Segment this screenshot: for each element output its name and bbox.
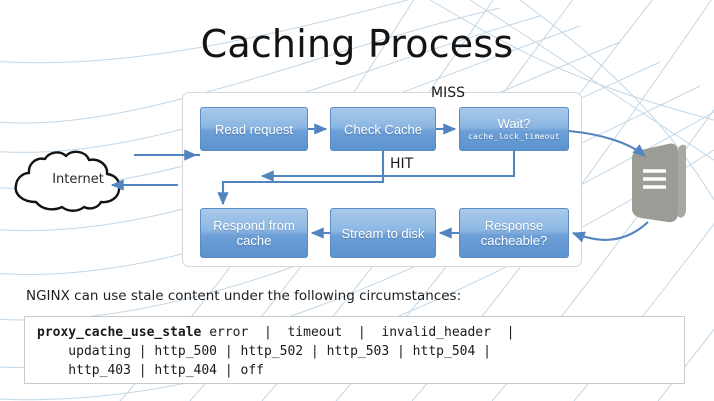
flow-box-label: Stream to disk: [341, 225, 425, 241]
flow-box-respond-from-cache[interactable]: Respond from cache: [200, 208, 308, 258]
flow-box-sublabel: cache_lock_timeout: [467, 132, 561, 141]
flow-box-check-cache[interactable]: Check Cache: [330, 107, 436, 151]
edge-label-miss: MISS: [431, 85, 465, 101]
code-line-2: updating | http_500 | http_502 | http_50…: [37, 344, 491, 359]
flow-box-read-request[interactable]: Read request: [200, 107, 308, 151]
flow-box-label: Check Cache: [343, 121, 423, 137]
code-block-text: proxy_cache_use_stale error | timeout | …: [37, 323, 674, 380]
flow-box-response-cacheable[interactable]: Response cacheable?: [459, 208, 569, 258]
flow-box-wait[interactable]: Wait? cache_lock_timeout: [459, 107, 569, 151]
flow-box-label: Response cacheable?: [480, 218, 548, 248]
code-line-1-rest: error | timeout | invalid_header |: [201, 325, 515, 340]
page-title: Caching Process: [200, 22, 514, 66]
code-directive: proxy_cache_use_stale: [37, 325, 202, 340]
flow-box-label: Respond from cache: [213, 218, 295, 248]
code-line-3: http_403 | http_404 | off: [37, 363, 264, 378]
server-icon: [632, 143, 686, 223]
flow-box-label: Read request: [214, 121, 294, 137]
code-block: proxy_cache_use_stale error | timeout | …: [24, 316, 685, 384]
internet-cloud-icon: [14, 150, 121, 212]
edge-label-hit: HIT: [390, 156, 414, 172]
flow-box-stream-to-disk[interactable]: Stream to disk: [330, 208, 436, 258]
stale-content-caption: NGINX can use stale content under the fo…: [26, 288, 462, 304]
internet-cloud-label: Internet: [52, 172, 104, 187]
flow-box-label: Wait?: [497, 116, 531, 131]
